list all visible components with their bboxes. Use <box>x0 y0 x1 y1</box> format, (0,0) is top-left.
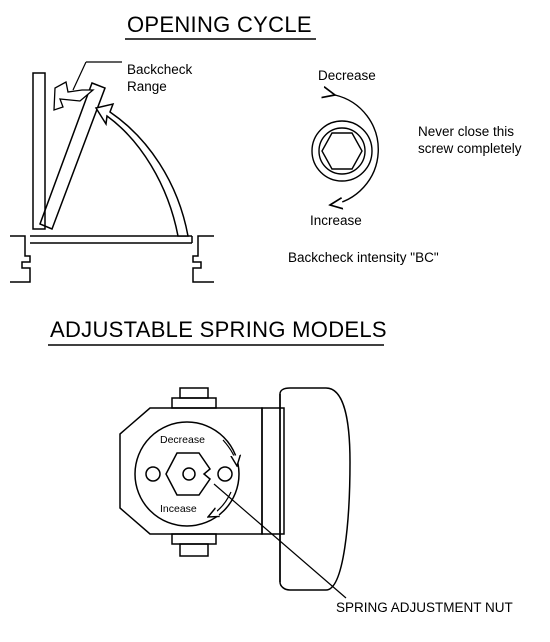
decrease-label: Decrease <box>318 68 376 83</box>
backcheck-screw-drawing <box>311 95 379 205</box>
warning-line1: Never close this <box>418 124 515 139</box>
backcheck-range-label-line2: Range <box>127 79 167 94</box>
spring-adjustment-nut-label: SPRING ADJUSTMENT NUT <box>336 600 513 615</box>
opening-cycle-title: OPENING CYCLE <box>127 12 312 37</box>
spring-decrease-label: Decrease <box>160 434 205 446</box>
spring-models-title: ADJUSTABLE SPRING MODELS <box>50 317 387 342</box>
spring-body-drawing <box>119 387 351 599</box>
backcheck-intensity-label: Backcheck intensity "BC" <box>288 250 439 265</box>
increase-label: Increase <box>310 213 362 228</box>
door-frame-drawing <box>10 61 214 283</box>
warning-line2: screw completely <box>418 141 522 156</box>
spring-increase-label: Incease <box>160 503 197 515</box>
backcheck-range-label-line1: Backcheck <box>127 62 193 77</box>
